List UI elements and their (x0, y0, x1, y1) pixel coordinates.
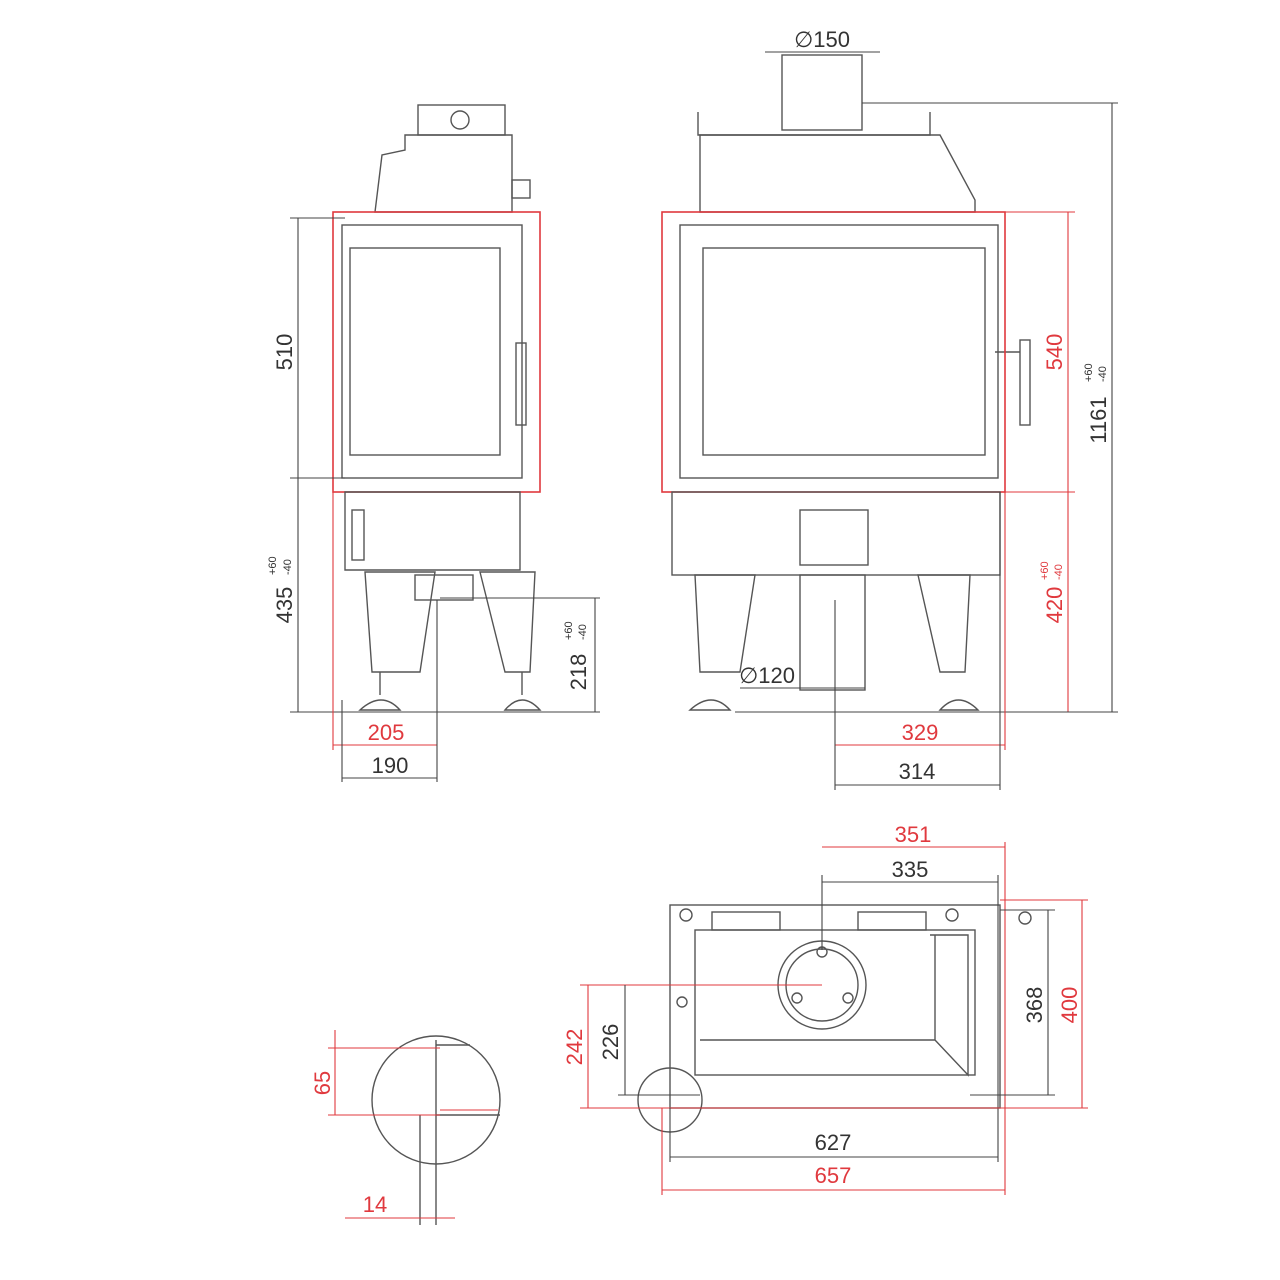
dim-627: 627 (815, 1130, 852, 1155)
dim-420: 420 (1042, 587, 1067, 624)
tol-435-plus: +60 (267, 556, 279, 575)
dim-air-diameter: ∅120 (739, 663, 795, 688)
front-leg-right (917, 574, 971, 673)
tol-420-plus: +60 (1039, 561, 1051, 580)
dim-400: 400 (1057, 987, 1082, 1024)
plan-inner (694, 929, 976, 1076)
side-door-outline-red (332, 211, 541, 493)
dim-510: 510 (272, 334, 297, 371)
front-door (679, 224, 999, 479)
dim-368: 368 (1022, 987, 1047, 1024)
front-top-housing (699, 134, 976, 213)
side-flue-box (417, 104, 506, 136)
side-handle (515, 342, 527, 426)
front-feet (688, 699, 980, 711)
dim-657: 657 (815, 1163, 852, 1188)
front-door-outline-red (661, 211, 1006, 493)
side-leg-rear (479, 571, 536, 673)
front-leg-left (694, 574, 756, 673)
side-feet (358, 699, 542, 711)
dim-14: 14 (363, 1192, 387, 1217)
dim-218: 218 (566, 654, 591, 691)
side-bracket (511, 179, 531, 199)
front-air-pipe (799, 574, 866, 691)
side-top-housing (374, 134, 513, 213)
detail-view (328, 1030, 501, 1225)
dim-190: 190 (372, 753, 409, 778)
dim-351: 351 (895, 822, 932, 847)
dim-435: 435 (272, 587, 297, 624)
tol-420-minus: -40 (1053, 564, 1065, 580)
tol-1161-plus: +60 (1083, 363, 1095, 382)
side-lower-body (344, 491, 521, 571)
dim-314: 314 (899, 759, 936, 784)
tol-435-minus: -40 (282, 559, 294, 575)
dim-335: 335 (892, 857, 929, 882)
dim-flue-diameter: ∅150 (794, 27, 850, 52)
side-flue-bolt (450, 110, 470, 130)
tol-218-minus: -40 (577, 624, 589, 640)
front-air-box (799, 509, 869, 566)
front-glass (702, 247, 986, 456)
front-flue (781, 54, 863, 131)
dim-540: 540 (1042, 334, 1067, 371)
front-view (661, 51, 1118, 790)
tol-1161-minus: -40 (1097, 366, 1109, 382)
tol-218-plus: +60 (563, 621, 575, 640)
front-handle (1019, 339, 1031, 426)
side-glass (349, 247, 501, 456)
dim-329: 329 (902, 720, 939, 745)
front-lower-body (671, 491, 1001, 576)
side-leg-front (364, 571, 436, 673)
dim-226: 226 (598, 1024, 623, 1061)
side-door (341, 224, 523, 479)
dim-205: 205 (368, 720, 405, 745)
dim-242: 242 (562, 1029, 587, 1066)
side-view (290, 104, 600, 782)
dim-1161: 1161 (1086, 396, 1111, 443)
plan-view (580, 842, 1088, 1195)
dim-65: 65 (310, 1071, 335, 1095)
